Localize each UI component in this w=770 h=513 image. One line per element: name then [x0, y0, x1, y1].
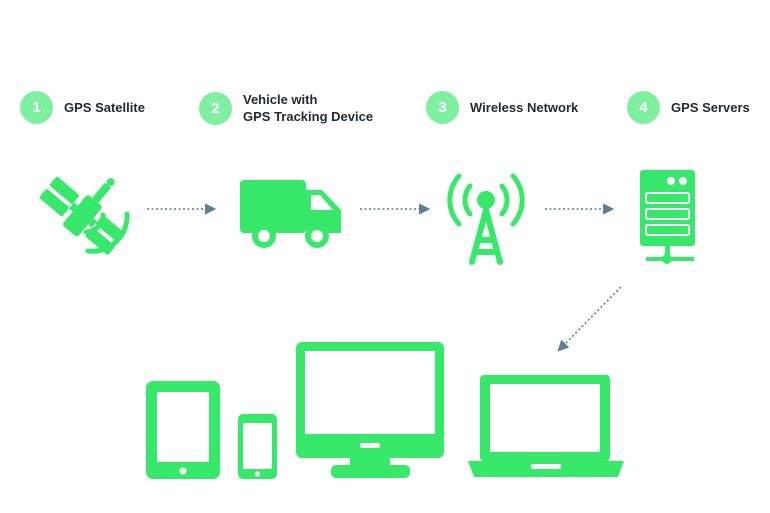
step-1-number-badge: 1 [20, 91, 53, 124]
arrow-4-to-devices [557, 286, 622, 352]
step-3-label: Wireless Network [470, 99, 578, 116]
step-2-label-line-2: GPS Tracking Device [243, 109, 374, 124]
step-2-label: Vehicle with GPS Tracking Device [243, 91, 373, 125]
satellite-signal-icon [83, 211, 130, 254]
step-3-number-badge: 3 [426, 91, 459, 124]
smartphone-icon [238, 414, 277, 479]
step-4-number-badge: 4 [627, 91, 660, 124]
step-3-label-line: Wireless Network [470, 100, 579, 115]
satellite-icon [39, 176, 126, 255]
desktop-monitor-icon [296, 342, 444, 478]
step-4-label: GPS Servers [671, 99, 750, 116]
step-3: 3 Wireless Network [426, 91, 578, 124]
step-2: 2 Vehicle with GPS Tracking Device [199, 91, 373, 125]
laptop-icon [468, 375, 624, 477]
step-1: 1 GPS Satellite [20, 91, 145, 124]
step-4: 4 GPS Servers [627, 91, 750, 124]
radio-tower-icon [447, 173, 525, 265]
step-1-label-line: GPS Satellite [64, 100, 145, 115]
step-4-label-line: GPS Servers [671, 100, 750, 115]
server-icon [640, 170, 695, 264]
step-2-number-badge: 2 [199, 91, 232, 125]
step-1-label: GPS Satellite [64, 99, 145, 116]
tablet-icon [146, 381, 220, 479]
truck-icon [240, 180, 341, 248]
step-2-label-line-1: Vehicle with [243, 92, 318, 107]
